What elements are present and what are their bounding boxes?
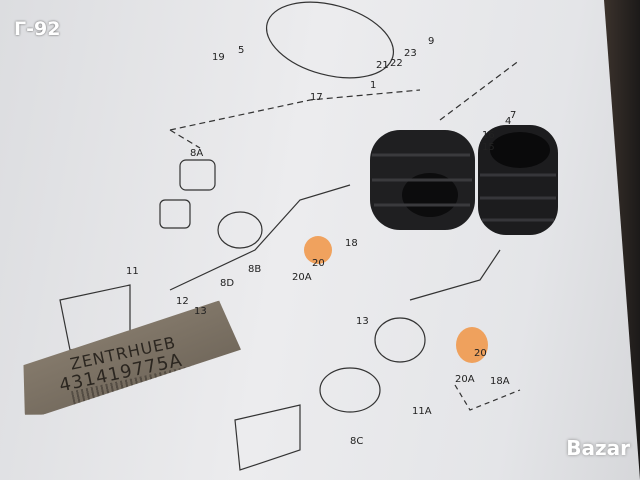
steering-wheel-drawing bbox=[265, 1, 395, 79]
listing-code: Г-92 bbox=[14, 18, 61, 40]
callout: 20 bbox=[312, 258, 325, 269]
watermark-logo: Bazar bbox=[566, 436, 630, 460]
callout: 4 bbox=[505, 116, 512, 127]
callout: 20A bbox=[292, 272, 312, 283]
callout: 8B bbox=[248, 264, 262, 275]
highlight-spring-20-bottom bbox=[456, 327, 488, 363]
callout: 5 bbox=[238, 45, 245, 56]
callout: 19 bbox=[212, 52, 225, 63]
callout: 17 bbox=[310, 92, 323, 103]
callout: 1 bbox=[370, 80, 377, 91]
part-8a-drawing bbox=[179, 159, 216, 191]
callout: 20 bbox=[474, 348, 487, 359]
callout: 8A bbox=[190, 148, 204, 159]
callout: 13 bbox=[194, 306, 207, 317]
callout: 11 bbox=[126, 266, 139, 277]
callout: 22 bbox=[390, 58, 403, 69]
callout: 15 bbox=[482, 142, 495, 153]
rubber-bellows-right bbox=[478, 125, 558, 235]
callout: 11A bbox=[412, 406, 432, 417]
callout: 16 bbox=[482, 130, 495, 141]
highlight-spring-20-top bbox=[304, 236, 332, 264]
callout: 20A bbox=[455, 374, 475, 385]
callout: 8D bbox=[220, 278, 235, 289]
callout: 21 bbox=[376, 60, 389, 71]
callout: 7 bbox=[510, 110, 517, 121]
callout: 12 bbox=[176, 296, 189, 307]
callout: 13 bbox=[356, 316, 369, 327]
callout: 8C bbox=[350, 436, 364, 447]
callout: 9 bbox=[428, 36, 435, 47]
callout: 18 bbox=[345, 238, 358, 249]
rubber-bellows-left bbox=[370, 130, 475, 230]
callout: 18A bbox=[490, 376, 510, 387]
callout: 23 bbox=[404, 48, 417, 59]
